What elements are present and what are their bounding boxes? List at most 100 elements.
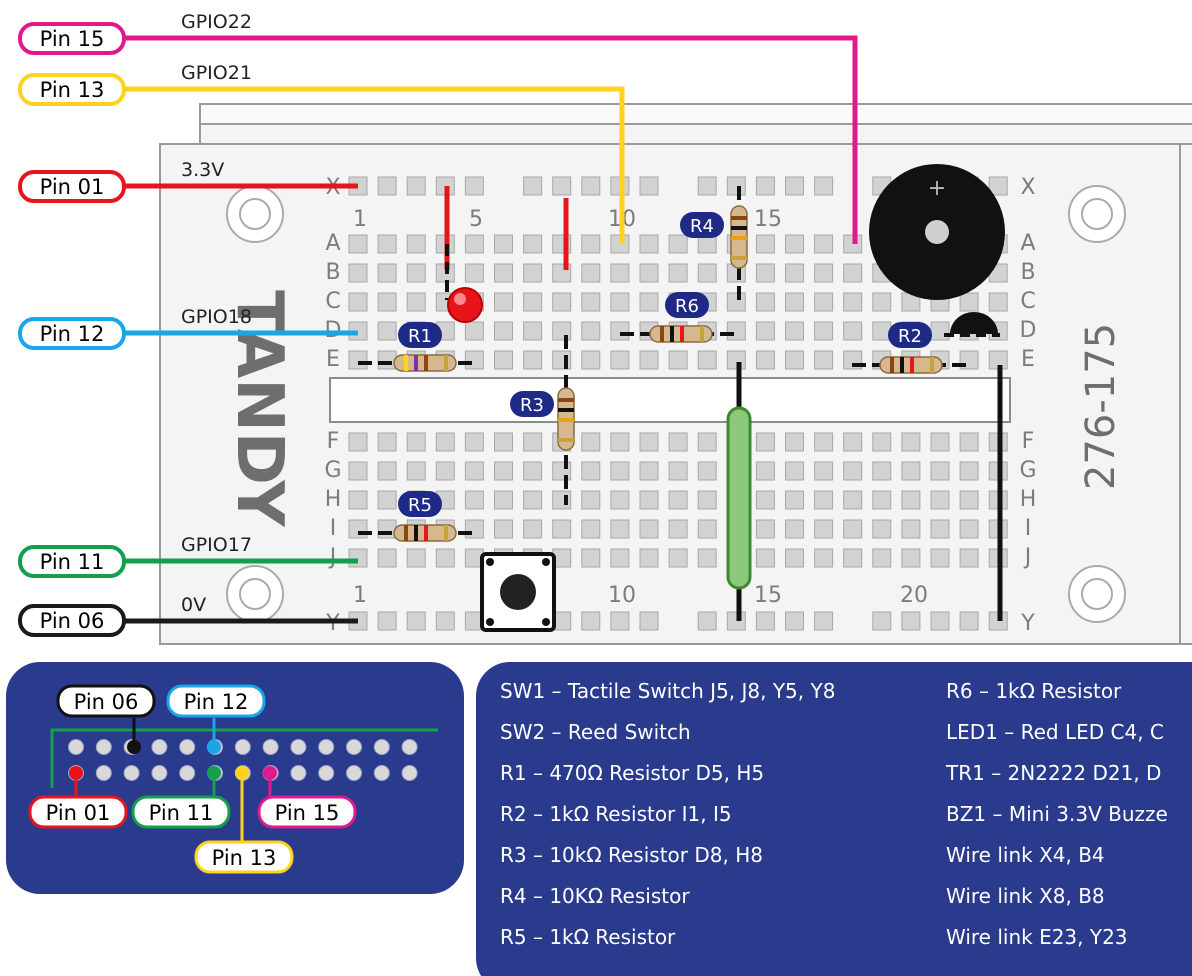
svg-text:15: 15 [754,583,782,608]
svg-text:B: B [1020,260,1035,285]
svg-text:Pin 12: Pin 12 [184,690,249,714]
wire-gpio21 [124,86,625,244]
breadboard-hole [581,461,601,481]
breadboard-hole [377,432,397,452]
breadboard-hole [872,432,892,452]
breadboard-hole [377,321,397,341]
tag-r5: R5 [398,491,442,517]
tag-r1: R1 [398,322,442,348]
breadboard-hole [523,350,543,370]
breadboard-hole [959,519,979,539]
legend-item: R1 – 470Ω Resistor D5, H5 [500,761,764,785]
breadboard-hole [697,490,717,510]
legend-item: TR1 – 2N2222 D21, D [945,761,1161,785]
breadboard-hole [959,292,979,312]
pin-tag-12: Pin 12 [18,317,126,350]
breadboard-hole [523,432,543,452]
breadboard-hole [872,321,892,341]
svg-text:Pin 01: Pin 01 [46,801,111,825]
breadboard-hole [610,490,630,510]
svg-text:H: H [1020,487,1037,512]
breadboard-hole [523,461,543,481]
breadboard-hole [494,461,513,481]
svg-text:5: 5 [469,207,483,232]
breadboard-hole [523,292,543,312]
rail-hole [726,176,746,196]
breadboard-hole [435,432,455,452]
tag-r2: R2 [888,322,932,348]
header-pin [290,765,307,781]
rail-hole [988,176,1008,196]
breadboard-hole [901,548,921,568]
breadboard-hole [755,519,775,539]
signal-3v3: 3.3V [181,159,224,181]
mount-hole-bottom-left [226,565,284,623]
signal-gpio21: GPIO21 [181,62,252,84]
breadboard-hole [494,263,513,283]
legend-item: SW2 – Reed Switch [500,720,691,744]
header-tag-pin12: Pin 12 [166,684,266,718]
breadboard-hole [523,519,543,539]
svg-text:Pin 06: Pin 06 [74,690,139,714]
header-pin [123,765,140,781]
breadboard-hole [610,350,630,370]
breadboard-hole [814,490,834,510]
rail-hole [697,611,717,631]
breadboard-hole [785,350,804,370]
breadboard-hole [377,548,397,568]
rail-hole [814,611,834,631]
breadboard-hole [494,432,513,452]
legend-item: LED1 – Red LED C4, C [946,720,1164,744]
breadboard-hole [755,321,775,341]
tag-r3: R3 [510,391,554,417]
breadboard: TANDY 276-175 X A B C D E F G H I J Y X … [159,103,1192,645]
breadboard-hole [668,519,688,539]
breadboard-hole [697,548,717,568]
signal-0v: 0V [181,594,206,616]
breadboard-hole [755,461,775,481]
breadboard-hole [843,263,863,283]
tag-r4: R4 [680,212,724,238]
svg-text:Pin 01: Pin 01 [40,175,105,199]
svg-text:B: B [325,260,340,285]
header-pin [290,739,307,755]
header-tag-pin11: Pin 11 [131,795,231,829]
rail-hole [901,611,921,631]
breadboard-hole [843,548,863,568]
breadboard-hole [785,321,804,341]
svg-text:A: A [325,231,340,256]
breadboard-hole [930,548,950,568]
breadboard-hole [348,263,368,283]
rail-hole [406,176,426,196]
breadboard-hole [348,234,368,254]
breadboard-hole [377,461,397,481]
reed-switch-sw2 [726,406,752,590]
breadboard-hole [755,548,775,568]
header-pin [346,765,362,781]
svg-text:G: G [1019,458,1036,483]
breadboard-hole [610,519,630,539]
svg-text:H: H [325,487,342,512]
breadboard-hole [581,321,601,341]
breadboard-hole [697,519,717,539]
breadboard-hole [755,292,775,312]
breadboard-hole [814,548,834,568]
breadboard-hole [581,432,601,452]
resistor-tags: R1 R2 R3 R4 R5 R6 [398,212,932,517]
svg-text:Pin 15: Pin 15 [275,801,340,825]
breadboard-hole [814,461,834,481]
breadboard-hole [610,263,630,283]
model-number: 276-175 [1078,323,1124,490]
breadboard-hole [930,432,950,452]
rail-hole [435,611,455,631]
breadboard-hole [814,350,834,370]
breadboard-hole [464,432,484,452]
svg-text:E: E [326,347,340,372]
header-tag-pin06: Pin 06 [56,684,156,718]
svg-text:Pin 13: Pin 13 [212,846,277,870]
breadboard-hole [464,519,484,539]
header-tag-pin15: Pin 15 [257,795,357,829]
breadboard-hole [697,461,717,481]
breadboard-hole [639,461,659,481]
